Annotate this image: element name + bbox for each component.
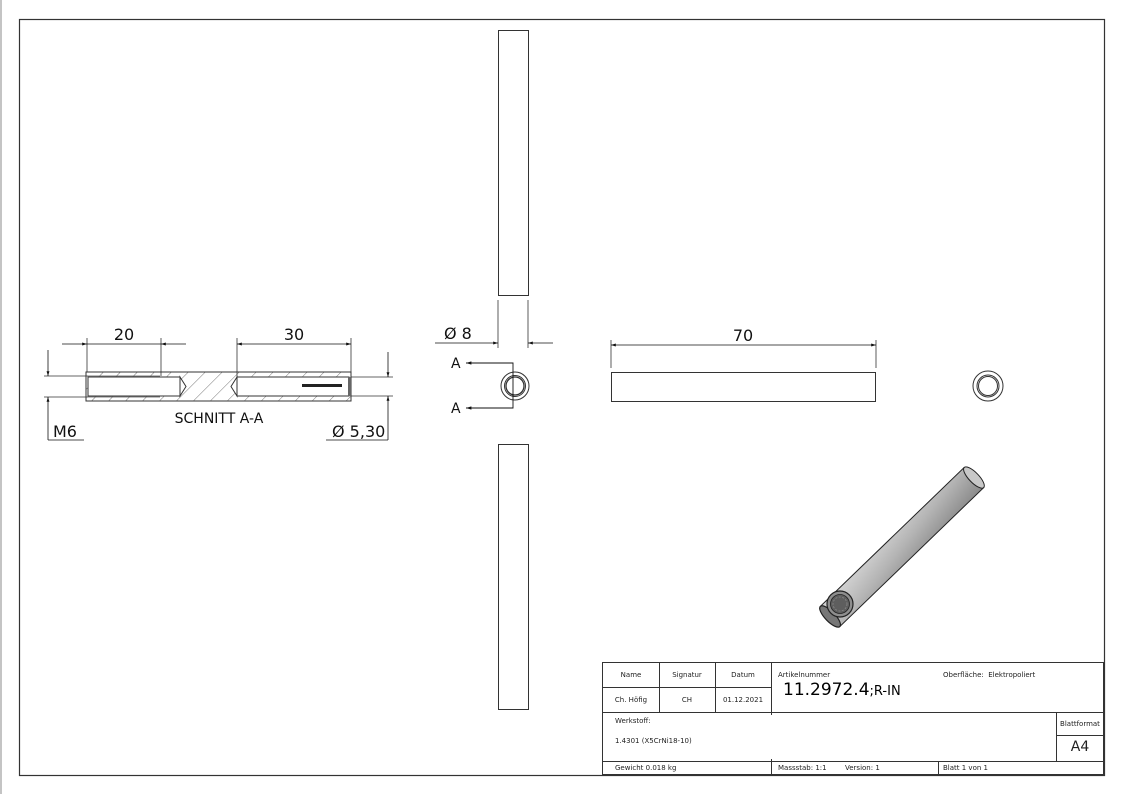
header-signature: Signatur [672,671,702,679]
version: Version: 1 [845,764,880,772]
title-block: Name Signatur Datum Ch. Höfig CH 01.12.2… [602,662,1104,776]
front-view: Ø 8 A A [435,30,553,710]
surface-row: Oberfläche: Elektropoliert [943,671,1035,679]
dim-thread: M6 [53,422,77,441]
side-view: 70 [610,326,877,402]
header-article: Artikelnummer [778,671,831,679]
material-label: Werkstoff: [615,717,651,725]
header-name: Name [620,671,642,679]
dim-thread-depth: 20 [114,325,134,344]
surface-value: Elektropoliert [988,671,1036,679]
drawing-date: 01.12.2021 [722,696,764,704]
weight: Gewicht 0.018 kg [615,764,677,772]
section-view: 20 30 M6 Ø 5,30 SCHNITT A-A [44,325,393,441]
sheet-format-value: A4 [1070,739,1090,755]
top-view-bar [498,30,529,296]
surface-label: Oberfläche: [943,671,984,679]
scale: Massstab: 1:1 [778,764,827,772]
dim-outer-diameter: Ø 8 [444,324,472,343]
bottom-view-bar [498,444,529,710]
engraving-mark [302,384,342,387]
dim-bore-depth: 30 [284,325,304,344]
drafter-name: Ch. Höfig [614,696,648,704]
material-value: 1.4301 (X5CrNi18-10) [615,737,692,745]
isometric-view [819,466,985,628]
header-date: Datum [731,671,755,679]
article-suffix: ;R-IN [869,684,901,699]
dim-length: 70 [733,326,753,345]
drafter-signature: CH [681,696,693,704]
article-number: 11.2972.4 [783,680,870,700]
drawing-frame [18,18,1106,777]
article-number-row: 11.2972.4;R-IN [783,680,901,700]
sheet-number: Blatt 1 von 1 [943,764,988,772]
end-view [972,370,1004,402]
section-label-top: A [451,356,461,372]
header-sheet-format: Blattformat [1060,720,1100,728]
dim-bore-diameter: Ø 5,30 [332,422,385,441]
section-label-bottom: A [451,401,461,417]
section-title: SCHNITT A-A [175,411,264,427]
